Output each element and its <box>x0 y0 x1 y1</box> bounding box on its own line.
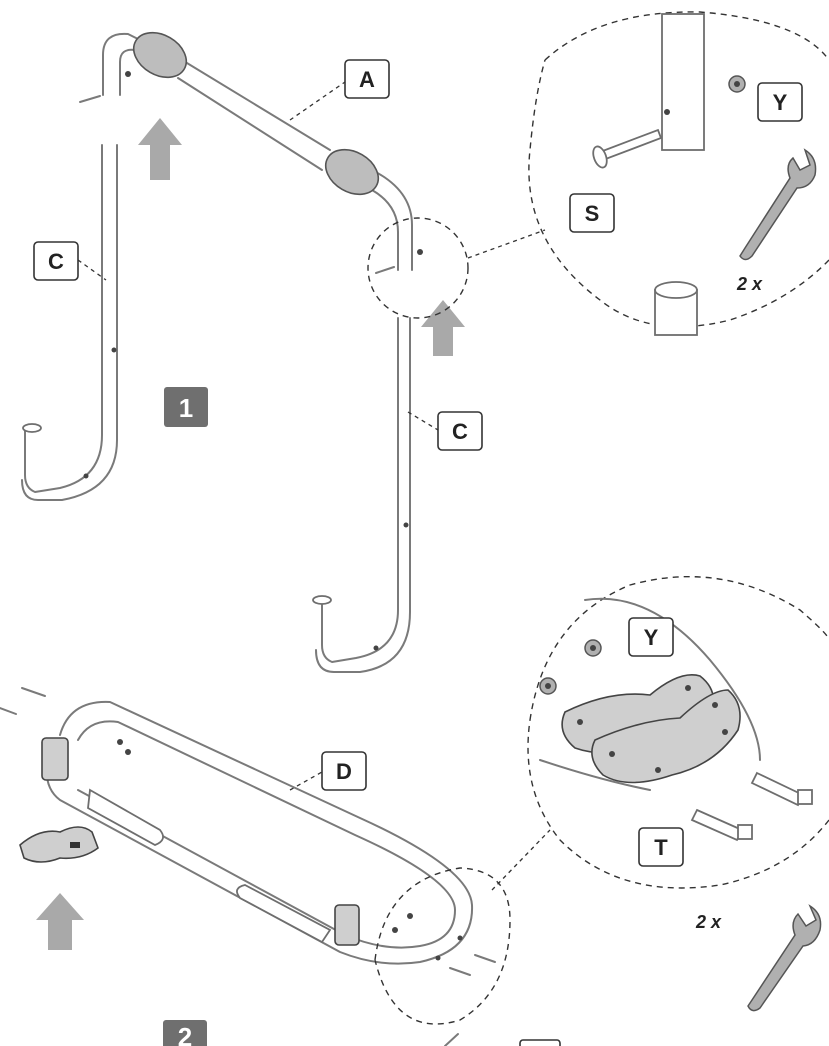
bolt-t-1 <box>750 771 805 807</box>
detail-top-contents <box>592 13 817 336</box>
detail-circle-large-top <box>528 11 829 328</box>
wrench-bottom-icon <box>747 904 822 1012</box>
label-s: S <box>569 193 615 233</box>
label-t: T <box>638 827 684 867</box>
frame-d <box>41 700 474 965</box>
bolt-s <box>598 128 663 162</box>
detail-bottom-contents <box>539 597 813 842</box>
loose-bracket <box>19 826 99 863</box>
foam-grip-left <box>132 31 188 79</box>
handle-a <box>79 31 423 274</box>
svg-text:C: C <box>452 419 468 444</box>
quantity-bottom: 2 x <box>695 912 722 932</box>
foam-grip-right <box>324 148 380 196</box>
svg-text:C: C <box>48 249 64 274</box>
tube-c-left <box>21 144 118 501</box>
svg-text:S: S <box>585 201 600 226</box>
arrow-up-right <box>421 300 465 356</box>
label-y-top: Y <box>757 82 803 122</box>
svg-text:Y: Y <box>773 90 788 115</box>
step-2-badge: 2 <box>163 1020 207 1046</box>
bracket-right <box>334 904 360 946</box>
svg-text:Y: Y <box>644 625 659 650</box>
detail-circle-large-bottom <box>527 576 829 889</box>
arrow-up-step2 <box>36 893 84 950</box>
bracket-left <box>41 737 69 781</box>
tube-c-right <box>312 317 411 673</box>
step-1-badge: 1 <box>164 387 208 427</box>
svg-text:D: D <box>336 759 352 784</box>
quantity-top: 2 x <box>736 274 763 294</box>
detail-circle-small-top <box>367 217 469 319</box>
svg-text:2: 2 <box>178 1022 192 1046</box>
bolt-t-2 <box>690 808 744 842</box>
wrench-top-icon <box>739 148 817 261</box>
label-a: A <box>289 59 390 121</box>
svg-text:A: A <box>359 67 375 92</box>
label-d: D <box>289 751 367 791</box>
plate-b <box>591 689 741 784</box>
arrow-up-left <box>138 118 182 180</box>
label-y-bottom: Y <box>628 617 674 657</box>
detail-circle-small-bottom <box>374 867 511 1025</box>
svg-text:T: T <box>654 835 668 860</box>
svg-text:1: 1 <box>179 393 193 423</box>
label-c-left: C <box>33 241 107 281</box>
label-c-right: C <box>407 411 483 451</box>
